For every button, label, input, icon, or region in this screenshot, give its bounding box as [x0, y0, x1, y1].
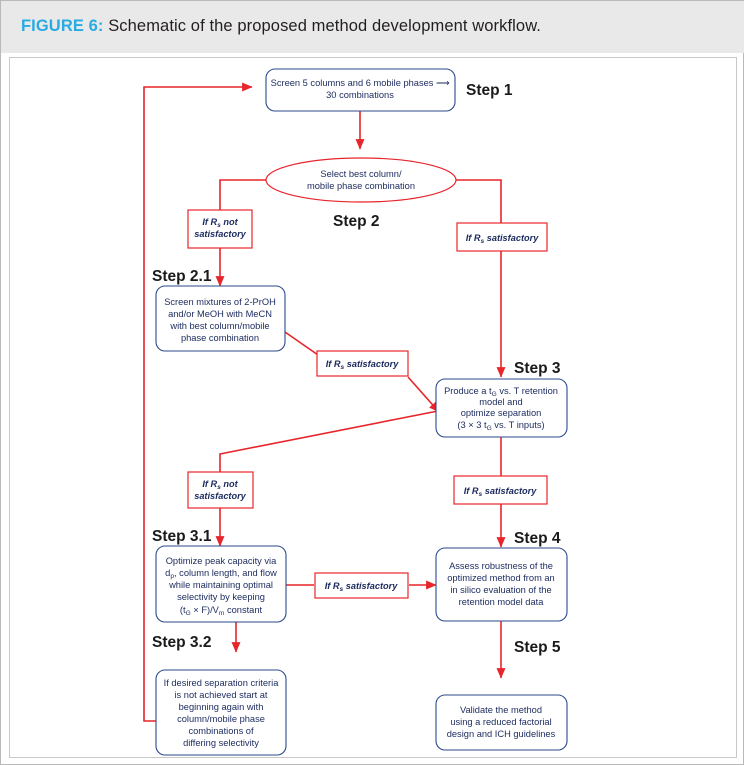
step3_2-line-3: beginning again with [179, 702, 264, 712]
step2-ellipse[interactable] [265, 157, 457, 203]
edge-step2-to-step2_1 [219, 179, 267, 210]
step3_2-line-2: is not achieved start at [174, 690, 267, 700]
flowchart-svg: Screen 5 columns and 6 mobile phases ⟶ 3… [143, 68, 568, 756]
step2-label: Step 2 [333, 213, 380, 230]
step4-label: Step 4 [514, 530, 561, 547]
step3_1-line-1: Optimize peak capacity via [166, 556, 277, 566]
connectors [143, 82, 506, 722]
condition-rs-satisfactory-4[interactable]: If Rs satisfactory [314, 572, 409, 599]
step3-line-3: optimize separation [461, 408, 542, 418]
node-step3_1[interactable]: Step 3.1 Optimize peak capacity via dp, … [152, 528, 287, 623]
node-step2_1[interactable]: Step 2.1 Screen mixtures of 2-PrOH and/o… [152, 268, 286, 352]
cond6-box[interactable] [314, 572, 409, 599]
condition-rs-satisfactory-2[interactable]: If Rs satisfactory [316, 350, 409, 377]
cond5-box[interactable] [453, 475, 548, 505]
figure-canvas: Screen 5 columns and 6 mobile phases ⟶ 3… [9, 57, 737, 758]
cond4-box[interactable] [187, 471, 254, 509]
step4-line-4: retention model data [459, 597, 545, 607]
condition-rs-not-satisfactory-2[interactable]: If Rs not satisfactory [187, 471, 254, 509]
step3-line-2: model and [479, 397, 522, 407]
edge-step3-to-step3_1 [219, 410, 439, 472]
node-step5[interactable]: Step 5 Validate the method using a reduc… [435, 639, 568, 751]
step3_1-box[interactable] [155, 545, 287, 623]
cond2-text: If Rs satisfactory [466, 233, 540, 245]
cond5-text: If Rs satisfactory [464, 486, 538, 498]
step5-line-3: design and ICH guidelines [447, 729, 556, 739]
node-step3_2[interactable]: Step 3.2 If desired separation criteria … [152, 634, 287, 756]
step3_1-line-5: (tG × F)/Vm constant [180, 605, 263, 617]
step3_2-label: Step 3.2 [152, 634, 211, 651]
cond2-box[interactable] [456, 222, 548, 252]
step1-line-1: Screen 5 columns and 6 mobile phases ⟶ [271, 78, 450, 88]
step1-box[interactable] [265, 68, 456, 112]
step3_2-line-5: combinations of [188, 726, 254, 736]
node-step1[interactable]: Screen 5 columns and 6 mobile phases ⟶ 3… [265, 68, 513, 112]
step4-line-2: optimized method from an [447, 573, 554, 583]
step5-box[interactable] [435, 694, 568, 751]
step1-line-2: 30 combinations [326, 90, 394, 100]
edge-step2_1-to-cond3 [284, 331, 319, 356]
step2_1-line-4: phase combination [181, 333, 259, 343]
step5-label: Step 5 [514, 639, 561, 656]
edge-step2-to-step3 [456, 179, 502, 223]
step3_2-line-6: differing selectivity [183, 738, 259, 748]
cond4-line-2: satisfactory [194, 491, 246, 501]
step2_1-line-3: with best column/mobile [169, 321, 269, 331]
condition-rs-satisfactory-1[interactable]: If Rs satisfactory [456, 222, 548, 252]
cond3-text: If Rs satisfactory [326, 359, 400, 371]
step3-line-4: (3 × 3 tG vs. T inputs) [457, 420, 544, 432]
cond1-line-2: satisfactory [194, 229, 246, 239]
figure-caption: FIGURE 6: Schematic of the proposed meth… [21, 17, 541, 36]
step2_1-line-1: Screen mixtures of 2-PrOH [164, 297, 276, 307]
cond6-text: If Rs satisfactory [325, 581, 399, 593]
step4-line-1: Assess robustness of the [449, 561, 553, 571]
cond1-line-1: If Rs not [202, 217, 238, 229]
step3_1-line-2: dp, column length, and flow [165, 568, 277, 580]
step3_1-line-3: while maintaining optimal [168, 580, 273, 590]
step5-line-2: using a reduced factorial [450, 717, 551, 727]
step3_2-box[interactable] [155, 669, 287, 756]
edge-feedback-loop-to-step1 [143, 82, 253, 722]
figure-title: Schematic of the proposed method develop… [108, 17, 541, 35]
condition-rs-not-satisfactory-1[interactable]: If Rs not satisfactory [187, 209, 253, 249]
step3_2-line-4: column/mobile phase [177, 714, 265, 724]
step5-line-1: Validate the method [460, 705, 542, 715]
step3-line-1: Produce a tG vs. T retention [444, 386, 558, 398]
step2-line-2: mobile phase combination [307, 181, 415, 191]
step1-label: Step 1 [466, 82, 513, 99]
step3-label: Step 3 [514, 360, 561, 377]
cond4-line-1: If Rs not [202, 479, 238, 491]
step3_2-line-1: If desired separation criteria [164, 678, 280, 688]
step3-box[interactable] [435, 378, 568, 438]
condition-rs-satisfactory-3[interactable]: If Rs satisfactory [453, 475, 548, 505]
caption-bar: FIGURE 6: Schematic of the proposed meth… [1, 1, 744, 53]
figure-number: FIGURE 6: [21, 17, 104, 35]
cond3-box[interactable] [316, 350, 409, 377]
step3_1-label: Step 3.1 [152, 528, 212, 545]
node-step3[interactable]: Step 3 Produce a tG vs. T retention mode… [435, 360, 568, 438]
step2_1-line-2: and/or MeOH with MeCN [168, 309, 272, 319]
step2-line-1: Select best column/ [320, 169, 402, 179]
step2_1-label: Step 2.1 [152, 268, 212, 285]
step3_1-line-4: selectivity by keeping [177, 592, 265, 602]
step4-box[interactable] [435, 547, 568, 622]
edge-cond3-to-step3 [407, 376, 440, 413]
node-step2[interactable]: Select best column/ mobile phase combina… [265, 157, 457, 230]
node-step4[interactable]: Step 4 Assess robustness of the optimize… [435, 530, 568, 622]
step2_1-box[interactable] [155, 285, 286, 352]
cond1-box[interactable] [187, 209, 253, 249]
step4-line-3: in silico evaluation of the [450, 585, 551, 595]
